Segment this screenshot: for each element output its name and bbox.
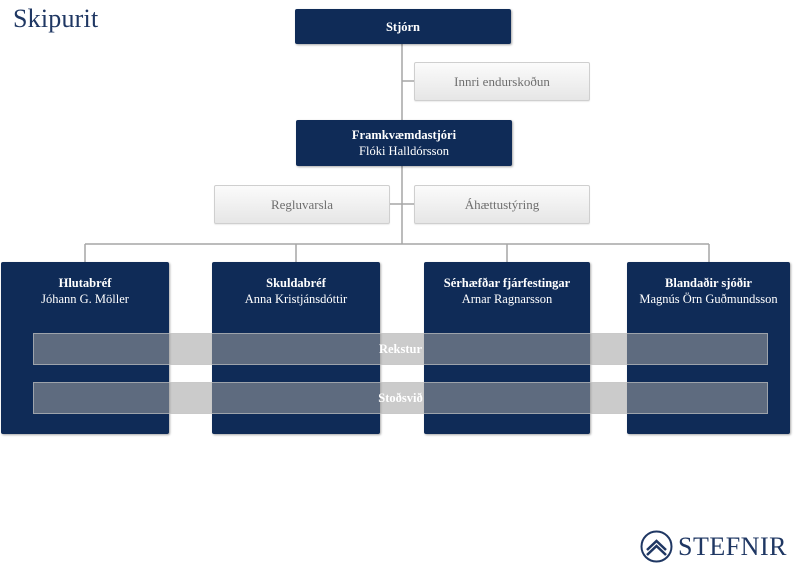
stefnir-shield-icon: [640, 530, 673, 563]
support-band-label: Stoðsvið: [378, 390, 423, 405]
department-head: Jóhann G. Möller: [41, 292, 129, 306]
compliance-label: Regluvarsla: [270, 196, 334, 212]
page-title: Skipurit: [13, 4, 99, 33]
department-title: Blandaðir sjóðir: [665, 276, 752, 290]
compliance-box: Regluvarsla: [214, 185, 390, 224]
risk-management-label: Áhættustýring: [464, 196, 540, 212]
risk-management-box: Áhættustýring: [414, 185, 590, 224]
board-box: Stjórn: [295, 9, 511, 44]
stefnir-logo: STEFNIR: [640, 530, 787, 563]
operations-band-label: Rekstur: [378, 341, 423, 356]
ceo-name: Flóki Halldórsson: [359, 144, 449, 158]
operations-band: Rekstur: [33, 333, 768, 365]
internal-audit-label: Innri endurskoðun: [454, 73, 550, 89]
internal-audit-box: Innri endurskoðun: [414, 62, 590, 101]
department-head: Anna Kristjánsdóttir: [244, 292, 348, 306]
department-title: Sérhæfðar fjárfestingar: [443, 276, 571, 290]
board-label: Stjórn: [385, 19, 421, 34]
support-band: Stoðsvið: [33, 382, 768, 414]
department-head: Arnar Ragnarsson: [461, 292, 553, 306]
department-title: Hlutabréf: [58, 276, 112, 290]
department-head: Magnús Örn Guðmundsson: [639, 292, 778, 306]
department-title: Skuldabréf: [266, 276, 326, 290]
ceo-role: Framkvæmdastjóri: [351, 128, 457, 142]
ceo-box: Framkvæmdastjóri Flóki Halldórsson: [296, 120, 512, 166]
logo-text: STEFNIR: [678, 531, 787, 561]
